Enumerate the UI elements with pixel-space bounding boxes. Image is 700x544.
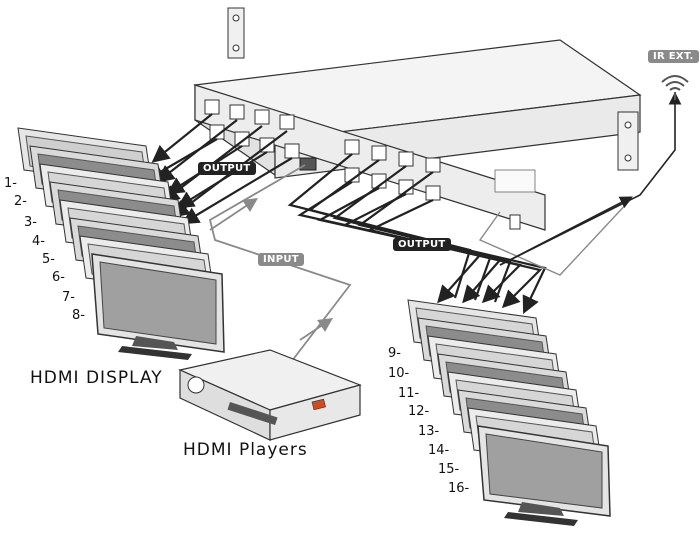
display-number-4: 4- bbox=[32, 234, 45, 249]
right-displays bbox=[407, 299, 611, 526]
display-number-7: 7- bbox=[62, 290, 75, 305]
display-number-11: 11- bbox=[398, 386, 420, 401]
display-number-15: 15- bbox=[438, 462, 460, 477]
display-number-3: 3- bbox=[24, 215, 37, 230]
display-number-12: 12- bbox=[408, 404, 430, 419]
display-number-9: 9- bbox=[388, 346, 401, 361]
ir-return-cable bbox=[478, 199, 631, 276]
left-displays bbox=[17, 127, 225, 360]
hdmi-display-caption: HDMI DISPLAY bbox=[30, 368, 163, 388]
ir-sensor-icon bbox=[661, 75, 689, 100]
display-number-16: 16- bbox=[448, 481, 470, 496]
output-ports-group-a bbox=[204, 99, 300, 159]
display-number-14: 14- bbox=[428, 443, 450, 458]
rack-ear-right bbox=[617, 111, 639, 171]
player-logo bbox=[311, 398, 326, 411]
hdmi-player bbox=[178, 349, 362, 441]
output-ports-group-b bbox=[344, 139, 441, 201]
display-number-8: 8- bbox=[72, 308, 85, 323]
input-arrow-1 bbox=[299, 318, 333, 341]
display-number-10: 10- bbox=[388, 366, 410, 381]
display-number-6: 6- bbox=[52, 270, 65, 285]
power-socket bbox=[509, 214, 521, 230]
regulatory-label bbox=[494, 169, 536, 193]
input-arrow-2 bbox=[209, 198, 258, 231]
input-cable bbox=[208, 164, 352, 371]
ir-ext-cable bbox=[499, 91, 682, 266]
hdmi-players-caption: HDMI Players bbox=[183, 440, 308, 460]
display-number-5: 5- bbox=[42, 252, 55, 267]
display-number-2: 2- bbox=[14, 194, 27, 209]
output-tag-left: OUTPUT bbox=[198, 162, 256, 175]
rack-ear-left bbox=[227, 7, 245, 59]
input-port bbox=[299, 157, 317, 171]
input-tag: INPUT bbox=[258, 253, 304, 266]
display-number-1: 1- bbox=[4, 176, 17, 191]
display-number-13: 13- bbox=[418, 424, 440, 439]
output-tag-right: OUTPUT bbox=[393, 238, 451, 251]
ir-ext-tag: IR EXT. bbox=[648, 50, 699, 63]
